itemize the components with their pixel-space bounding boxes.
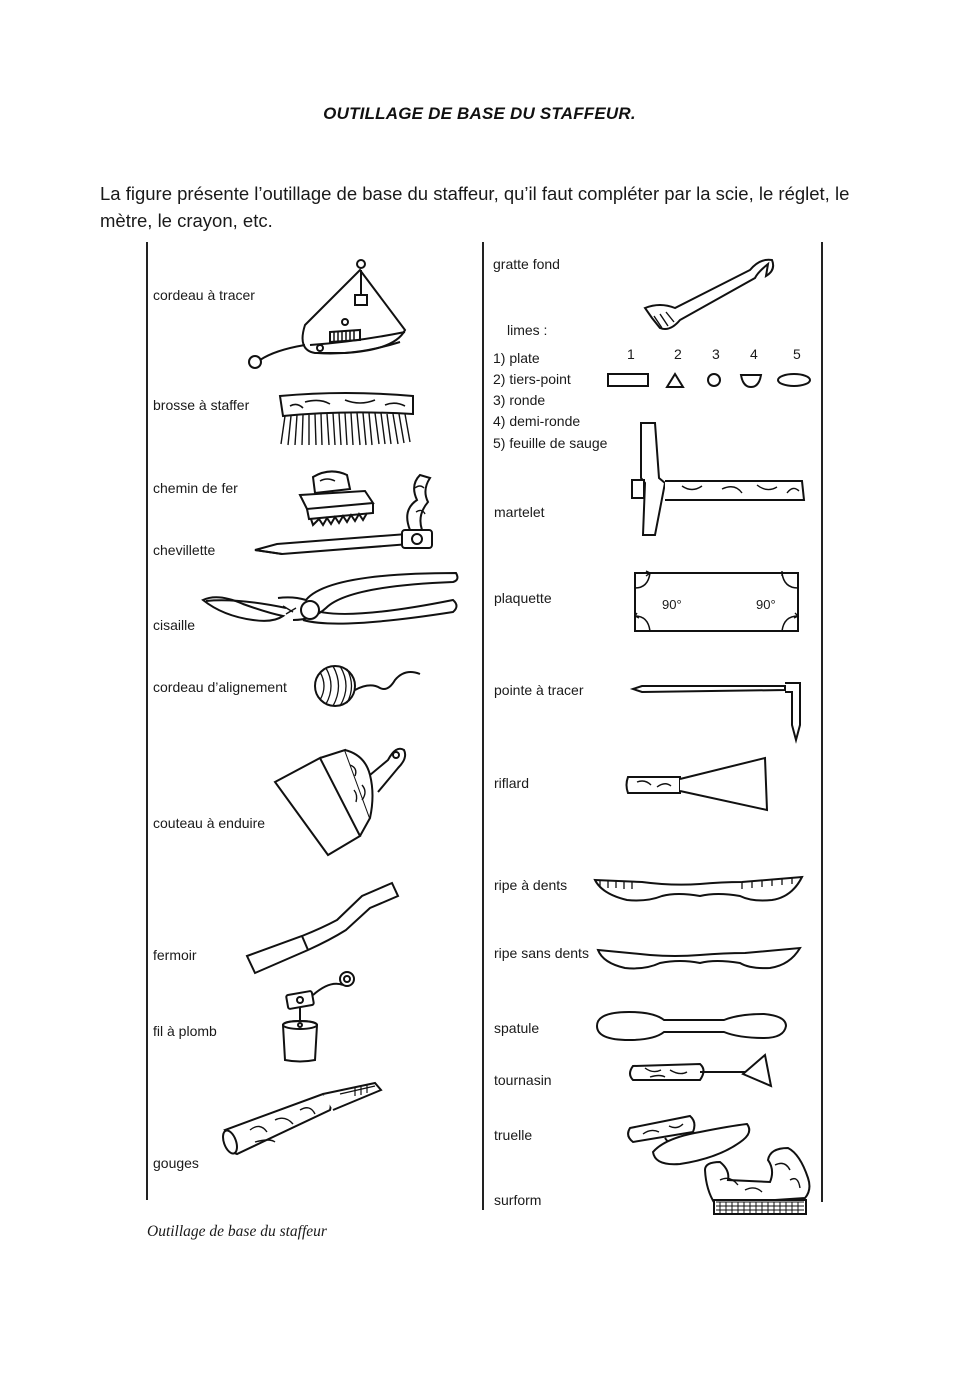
gratte-fond-illustration [643, 258, 775, 330]
spatule-illustration [595, 1010, 788, 1042]
label-couteau-a-enduire: couteau à enduire [153, 815, 266, 831]
cordeau-d-alignement-illustration [314, 665, 421, 707]
right-border-line [821, 242, 823, 1202]
plaquette-illustration [633, 570, 800, 632]
label-ripe-a-dents: ripe à dents [494, 877, 568, 893]
label-lime-ronde: 3) ronde [493, 392, 546, 408]
lime-feuille-de-sauge-profile [777, 373, 811, 387]
brosse-a-staffer-illustration [278, 392, 414, 446]
label-lime-plate: 1) plate [493, 350, 540, 366]
lime-number-4: 4 [750, 346, 758, 362]
label-pointe-a-tracer: pointe à tracer [494, 682, 584, 698]
ripe-sans-dents-illustration [596, 946, 802, 970]
lime-number-5: 5 [793, 346, 801, 362]
lime-number-1: 1 [627, 346, 635, 362]
chevillette-illustration [254, 473, 433, 556]
ripe-a-dents-illustration [593, 875, 804, 902]
truelle-illustration [627, 1114, 751, 1166]
label-brosse-a-staffer: brosse à staffer [153, 397, 250, 413]
lime-plate-profile [607, 373, 649, 387]
label-tournasin: tournasin [494, 1072, 552, 1088]
plaquette-angle-left: 90° [662, 597, 682, 612]
surform-illustration [703, 1146, 811, 1215]
lime-number-2: 2 [674, 346, 682, 362]
couteau-a-enduire-illustration [273, 747, 407, 857]
pointe-a-tracer-illustration [629, 682, 801, 744]
fil-a-plomb-illustration [281, 971, 355, 1063]
limes-profiles-illustration [607, 372, 811, 389]
left-border-line [146, 242, 148, 1200]
label-gouges: gouges [153, 1155, 199, 1171]
label-chevillette: chevillette [153, 542, 216, 558]
label-ripe-sans-dents: ripe sans dents [494, 945, 589, 961]
label-lime-feuille-de-sauge: 5) feuille de sauge [493, 435, 608, 451]
lime-demi-ronde-profile [739, 374, 763, 389]
label-chemin-de-fer: chemin de fer [153, 480, 238, 496]
label-martelet: martelet [494, 504, 545, 520]
label-surform: surform [494, 1192, 542, 1208]
gouges-illustration [222, 1081, 383, 1156]
plaquette-angle-right: 90° [756, 597, 776, 612]
label-fermoir: fermoir [153, 947, 197, 963]
martelet-illustration [631, 422, 806, 536]
figure-caption: Outillage de base du staffeur [147, 1223, 327, 1240]
label-plaquette: plaquette [494, 590, 552, 606]
label-limes: limes : [507, 322, 548, 338]
fermoir-illustration [245, 881, 400, 975]
label-truelle: truelle [494, 1127, 533, 1143]
label-gratte-fond: gratte fond [493, 256, 560, 272]
riflard-illustration [625, 756, 769, 812]
lime-tiers-point-profile [665, 372, 685, 388]
label-fil-a-plomb: fil à plomb [153, 1023, 217, 1039]
cisaille-illustration [201, 571, 459, 625]
tournasin-illustration [629, 1053, 773, 1088]
label-lime-demi-ronde: 4) demi-ronde [493, 413, 581, 429]
cordeau-a-tracer-illustration [248, 259, 407, 369]
label-cordeau-a-tracer: cordeau à tracer [153, 287, 255, 303]
label-lime-tiers-point: 2) tiers-point [493, 371, 571, 387]
page-title: OUTILLAGE DE BASE DU STAFFEUR. [323, 104, 636, 123]
lime-ronde-profile [707, 373, 721, 387]
intro-paragraph: La figure présente l’outillage de base d… [100, 183, 850, 231]
label-cisaille: cisaille [153, 617, 196, 633]
center-divider-line [482, 242, 484, 1210]
label-cordeau-d-alignement: cordeau d’alignement [153, 679, 287, 695]
lime-number-3: 3 [712, 346, 720, 362]
label-spatule: spatule [494, 1020, 540, 1036]
chemin-de-fer-illustration [298, 470, 375, 527]
label-riflard: riflard [494, 775, 530, 791]
